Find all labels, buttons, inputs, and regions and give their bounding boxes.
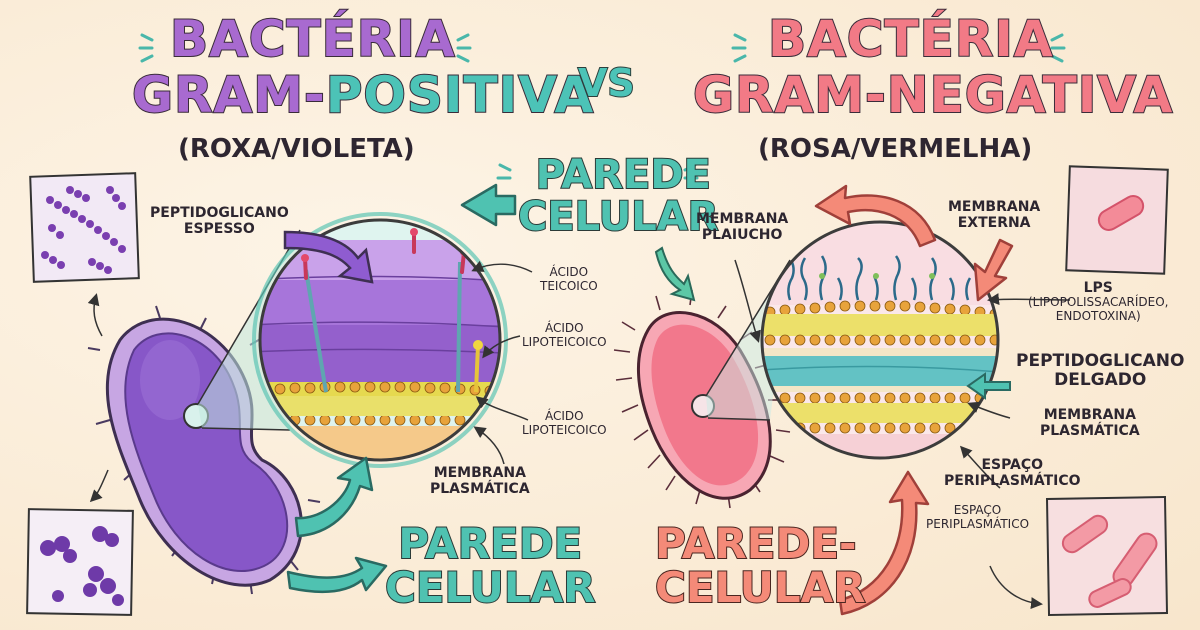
gram-negative-wall-zoom (760, 220, 1000, 460)
label-line: TEICOICO (540, 278, 598, 293)
label-line: ESPESSO (183, 220, 255, 237)
leader-lines (87, 259, 1071, 610)
label-line: ESPAÇO (981, 457, 1044, 473)
purple-arrow (283, 230, 374, 284)
center-wall-label: PAREDE CELULAR (517, 152, 719, 239)
micrograph-staphylococci (26, 508, 134, 616)
right-wall-line2: CELULAR (654, 563, 866, 613)
label-espaco-periplasmatico-2: ESPAÇO PERIPLASMÁTICO (926, 503, 1030, 532)
label-line: MEMBRANA (696, 211, 789, 227)
left-wall-label: PAREDE CELULAR (384, 519, 596, 613)
label-membrana-plasmatica-left: MEMBRANA PLASMÁTICA (430, 465, 530, 497)
left-title-positiva: POSITIVA (325, 66, 595, 124)
label-line: LIPOTEICOICO (522, 422, 607, 437)
label-line: PEPTIDOGLICANO (150, 205, 289, 221)
left-wall-line2: CELULAR (384, 563, 596, 613)
label-line: ESPAÇO (953, 503, 1002, 517)
label-line: PEPTIDOGLICANO (1016, 351, 1185, 371)
left-subtitle: (ROXA/VIOLETA) (178, 134, 415, 164)
sparkle-icons (138, 33, 472, 63)
label-peptidoglicano-espesso: PEPTIDOGLICANO ESPESSO (150, 205, 289, 237)
gram-positive-wall-zoom (252, 212, 508, 468)
label-line: ÁCIDO (544, 409, 584, 423)
label-line: MEMBRANA (1043, 407, 1136, 423)
label-membrana-plasmatica-right: MEMBRANA PLASMÁTICA (1040, 407, 1140, 439)
label-line: ÁCIDO (549, 265, 589, 279)
label-membrana-externa: MEMBRANA EXTERNA (948, 199, 1041, 231)
right-wall-label: PAREDE- CELULAR (654, 519, 866, 613)
label-acido-teicoico: ÁCIDO TEICOICO (540, 265, 598, 294)
label-line: PERIPLASMÁTICO (944, 472, 1081, 489)
micrograph-rods (1045, 495, 1169, 617)
salmon-arrows (814, 184, 1014, 616)
right-title-line1: BACTÉRIA (767, 10, 1054, 68)
label-line: MEMBRANA (948, 199, 1041, 215)
left-title-line2: GRAM-POSITIVA (131, 69, 594, 121)
label-line: LPS (1083, 280, 1113, 296)
label-membrana-plaiucho: MEMBRANA PLAIUCHO (696, 211, 789, 243)
label-line: PLAIUCHO (701, 226, 783, 243)
gram-positive-cell (87, 305, 321, 595)
center-wall-line1: PAREDE (535, 152, 712, 198)
label-line: MEMBRANA (433, 465, 526, 481)
label-line: (LIPOPOLISSACARÍDEO, (1028, 295, 1169, 310)
right-wall-line1: PAREDE- (654, 519, 857, 568)
micrograph-rod-single (1065, 165, 1169, 275)
label-line: PERIPLASMÁTICO (926, 516, 1030, 531)
label-peptidoglicano-delgado: PEPTIDOGLICANO DELGADO (1016, 351, 1185, 391)
sparkle-icons-right (496, 33, 1066, 180)
left-title-gram: GRAM- (131, 66, 326, 124)
right-title-line2: GRAM-NEGATIVA (692, 66, 1174, 124)
left-wall-line1: PAREDE (397, 519, 583, 568)
teal-arrows (286, 183, 517, 593)
right-subtitle: (ROSA/VERMELHA) (758, 134, 1033, 164)
label-line: DELGADO (1054, 370, 1147, 391)
label-line: PLASMÁTICA (430, 480, 530, 497)
label-lps: LPS (LIPOPOLISSACARÍDEO, ENDOTOXINA) (1028, 280, 1169, 324)
label-line: EXTERNA (957, 214, 1031, 231)
label-espaco-periplasmatico-1: ESPAÇO PERIPLASMÁTICO (944, 457, 1081, 489)
micrograph-streptococci (29, 172, 140, 283)
left-title-line1: BACTÉRIA (169, 10, 456, 68)
label-line: ENDOTOXINA) (1055, 308, 1141, 323)
label-line: ÁCIDO (544, 321, 584, 335)
label-acido-lipoteicoico-2: ÁCIDO LIPOTEICOICO (522, 409, 607, 438)
label-line: LIPOTEICOICO (522, 334, 607, 349)
vs-label: VS (577, 61, 636, 105)
center-wall-line2: CELULAR (517, 194, 719, 240)
label-line: PLASMÁTICA (1040, 422, 1140, 439)
label-acido-lipoteicoico-1: ÁCIDO LIPOTEICOICO (522, 321, 607, 350)
